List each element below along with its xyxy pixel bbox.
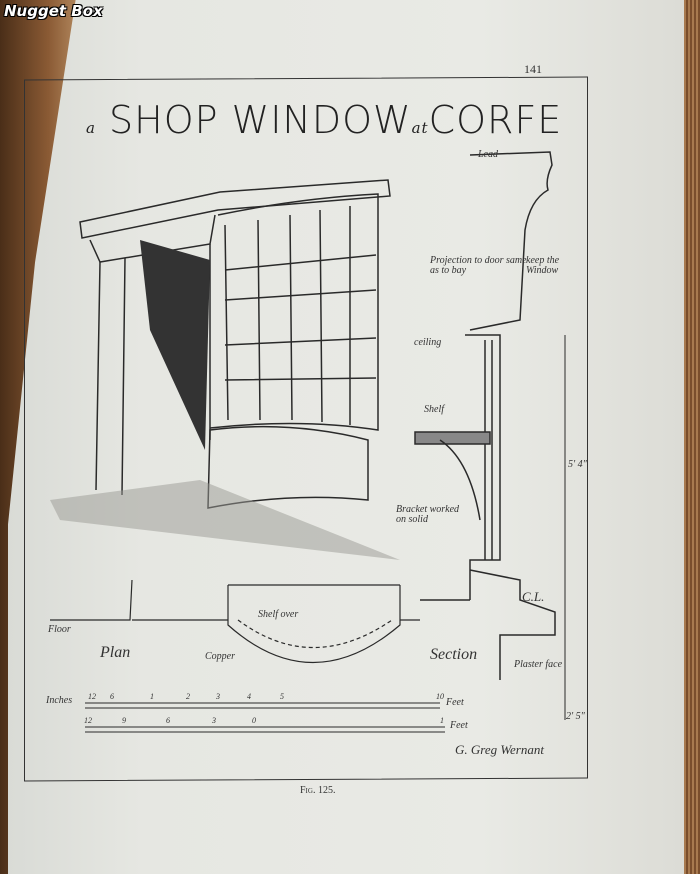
scale2-tick: 6	[166, 716, 170, 725]
scale1-tick: 12	[88, 692, 96, 701]
scale1-tick: 2	[186, 692, 190, 701]
scale2-tick: 3	[212, 716, 216, 725]
watermark: Nugget Box	[4, 2, 103, 20]
label-bottom-dim: 2' 5"	[566, 711, 585, 722]
label-keep: keep the Window	[526, 255, 560, 276]
label-shelf-over: Shelf over	[258, 609, 299, 620]
scale1-tick: 6	[110, 692, 114, 701]
scale1-tick: 3	[216, 692, 220, 701]
label-shelf: Shelf	[424, 404, 444, 415]
label-plan: Plan	[100, 644, 131, 661]
label-copper: Copper	[205, 651, 235, 662]
plan-drawing	[50, 579, 420, 663]
scale2-tick: 0	[252, 716, 256, 725]
label-projection: Projection to door same as to bay	[430, 255, 527, 276]
label-ceiling: ceiling	[414, 337, 442, 348]
scale1-tick: 10	[436, 692, 444, 701]
scale2-tick: 1	[440, 716, 444, 725]
label-floor: Floor	[48, 624, 71, 635]
shopfront-sketch	[50, 179, 400, 560]
scale1-tick: 1	[150, 692, 154, 701]
scale-bars	[85, 702, 445, 733]
scale2-tick: 9	[122, 716, 126, 725]
label-lead: Lead	[478, 149, 498, 160]
figure-caption: Fig. 125.	[300, 785, 336, 796]
label-bracket: Bracket worked on solid	[396, 504, 460, 525]
label-section: Section	[430, 646, 478, 663]
label-plaster-face: Plaster face	[514, 659, 563, 670]
scale2-tick: 12	[84, 716, 92, 725]
scale1-tick: 4	[247, 692, 251, 701]
book-page	[8, 0, 684, 874]
label-cl: C.L.	[522, 589, 545, 604]
page-title: a SHOP WINDOWatCORFE	[86, 98, 563, 142]
label-inches: Inches	[46, 695, 73, 706]
signature: G. Greg Wernant	[455, 742, 544, 757]
scale1-tick: 5	[280, 692, 284, 701]
page-number: 141	[524, 62, 542, 76]
label-height: 5' 4"	[568, 459, 587, 470]
label-feet-2: Feet	[450, 720, 468, 731]
label-feet-1: Feet	[446, 697, 464, 708]
section-profile	[414, 151, 566, 720]
